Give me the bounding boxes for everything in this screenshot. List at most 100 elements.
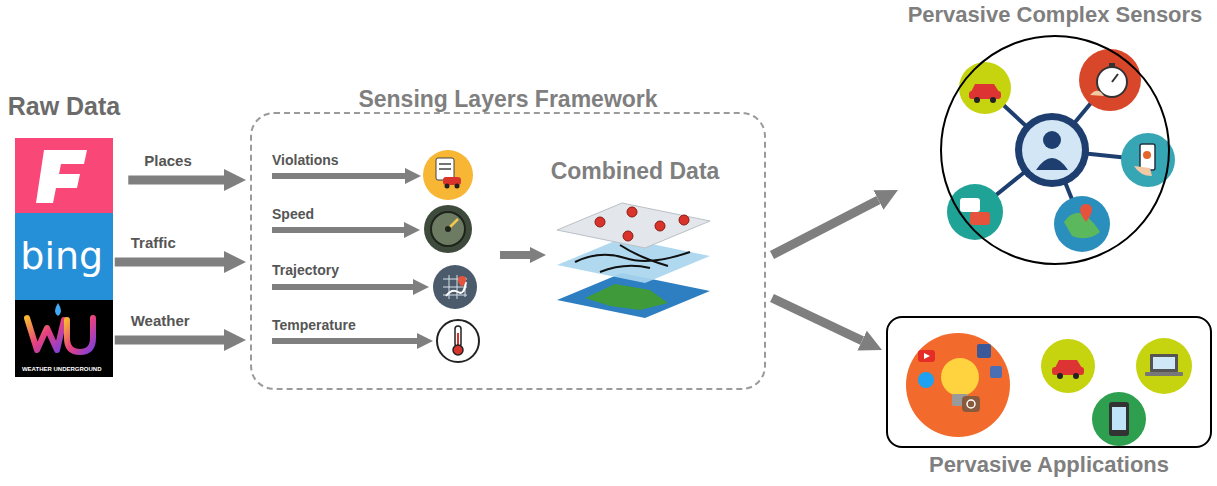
sensor-hub-illustration-part	[990, 97, 996, 103]
applications-illustration-part	[1041, 339, 1095, 393]
map-layers-illustration-part	[595, 217, 605, 227]
layer-arrows-part	[272, 338, 417, 344]
speed-icon-part	[431, 212, 465, 246]
node-text: Pervasive Applications	[929, 452, 1169, 477]
sensor-hub-illustration-part	[1097, 67, 1127, 97]
speed-icon	[424, 205, 472, 253]
flow-arrow	[772, 298, 862, 341]
sensor-hub-illustration-part	[1022, 120, 1082, 180]
flow-arrow	[128, 176, 224, 185]
layer-arrows	[272, 176, 530, 341]
applications-illustration-part	[1112, 407, 1126, 430]
applications-illustration-part	[1109, 402, 1129, 436]
map-layers-illustration	[557, 203, 710, 318]
edge-label: Places	[144, 152, 192, 169]
violations-icon	[423, 150, 473, 200]
sensor-hub-illustration-part	[1140, 144, 1155, 170]
applications-illustration-part	[977, 344, 991, 358]
node-text: bing	[20, 235, 103, 279]
applications-illustration-part	[1057, 373, 1063, 379]
applications-illustration-part	[967, 400, 975, 408]
applications-illustration-part	[962, 396, 980, 412]
applications-illustration-part	[1055, 360, 1082, 368]
sensor-hub-illustration-part	[971, 84, 999, 92]
combined-data-box: Combined Data	[540, 158, 730, 328]
applications-illustration-part	[1136, 338, 1192, 394]
applications-illustration-part	[990, 366, 1002, 378]
sensors-circle-outline	[898, 2, 1212, 274]
flow-arrow	[115, 258, 224, 267]
flow-arrow	[772, 200, 878, 255]
violations-icon-part	[443, 177, 461, 185]
foursquare-logo-part	[36, 150, 87, 203]
node-text: Combined Data	[551, 158, 720, 184]
sensors-circle: Pervasive Complex Sensors	[898, 2, 1212, 274]
node-text: Sensing Layers Framework	[358, 86, 657, 112]
applications-illustration	[906, 333, 1192, 446]
map-layers-illustration-part	[623, 231, 633, 241]
applications-box-outline	[886, 316, 1212, 448]
applications-illustration-part	[1150, 354, 1178, 372]
sensor-hub-illustration-part	[1134, 166, 1152, 176]
applications-illustration-part	[1073, 373, 1079, 379]
applications-box: Pervasive Applications	[886, 316, 1212, 484]
bing-logo-ground	[15, 213, 113, 300]
applications-illustration-part	[906, 333, 1010, 437]
applications-illustration-part	[941, 358, 979, 396]
weather-underground-logo	[15, 300, 113, 377]
violations-icon-part	[439, 168, 451, 170]
map-layers-illustration-part	[627, 207, 637, 217]
source-group: Raw Data bingWEATHER UNDERGROUND	[4, 92, 125, 384]
temperature-icon-part	[455, 326, 461, 347]
sensor-hub-illustration-part	[1090, 91, 1104, 96]
weather-underground-logo-part	[55, 303, 61, 316]
applications-illustration-part	[1092, 392, 1146, 446]
map-layers-illustration-part	[679, 215, 689, 225]
sensor-hub-illustration	[947, 49, 1175, 252]
node-text: WEATHER UNDERGROUND	[22, 366, 102, 373]
applications-illustration-part	[1153, 357, 1175, 369]
trajectory-icon-part	[458, 276, 466, 287]
flow-arrow	[115, 336, 224, 345]
node-text: Raw Data	[8, 92, 121, 121]
sensor-hub-illustration-part	[1143, 151, 1151, 159]
applications-illustration-part	[924, 353, 930, 359]
sensor-hub-illustration-part	[960, 198, 980, 212]
map-layers-illustration-part	[655, 221, 665, 231]
layer-arrows-part	[272, 284, 413, 290]
layer-arrows-part	[272, 227, 404, 233]
applications-illustration-part	[1052, 367, 1084, 375]
source-logo: bing	[13, 213, 111, 300]
layer-label: Trajectory	[272, 262, 339, 278]
violations-icon-part	[455, 184, 460, 189]
violations-icon-part	[445, 184, 450, 189]
violations-icon-part	[439, 163, 451, 165]
edge-label: Traffic	[131, 234, 176, 251]
map-layers-illustration-part	[575, 245, 690, 272]
weather-underground-logo-part	[67, 318, 93, 352]
temperature-icon-part	[453, 345, 463, 355]
foursquare-logo	[15, 138, 113, 213]
sensor-hub-illustration-part	[1054, 196, 1110, 252]
trajectory-icon-part	[433, 265, 477, 309]
layer-label: Violations	[272, 152, 339, 168]
map-layers-illustration-part	[585, 284, 668, 310]
sensor-hub-illustration-part	[1036, 158, 1068, 170]
applications-illustration-part	[918, 372, 934, 388]
layer-label: Temperature	[272, 317, 356, 333]
trajectory-icon	[433, 265, 477, 309]
framework-box: Sensing Layers FrameworkCombined Data	[250, 86, 766, 390]
sensor-hub-illustration-part	[1015, 113, 1089, 187]
weather-underground-logo-part	[27, 318, 64, 350]
violations-icon-part	[436, 158, 454, 180]
violations-icon-part	[423, 150, 473, 200]
foursquare-logo-part	[15, 138, 113, 213]
temperature-icon-part	[437, 320, 479, 362]
speed-icon-part	[424, 205, 472, 253]
sensor-hub-illustration-part	[1112, 74, 1118, 82]
sensor-hub-illustration-part	[1121, 133, 1175, 187]
edge-label: Weather	[131, 312, 190, 329]
